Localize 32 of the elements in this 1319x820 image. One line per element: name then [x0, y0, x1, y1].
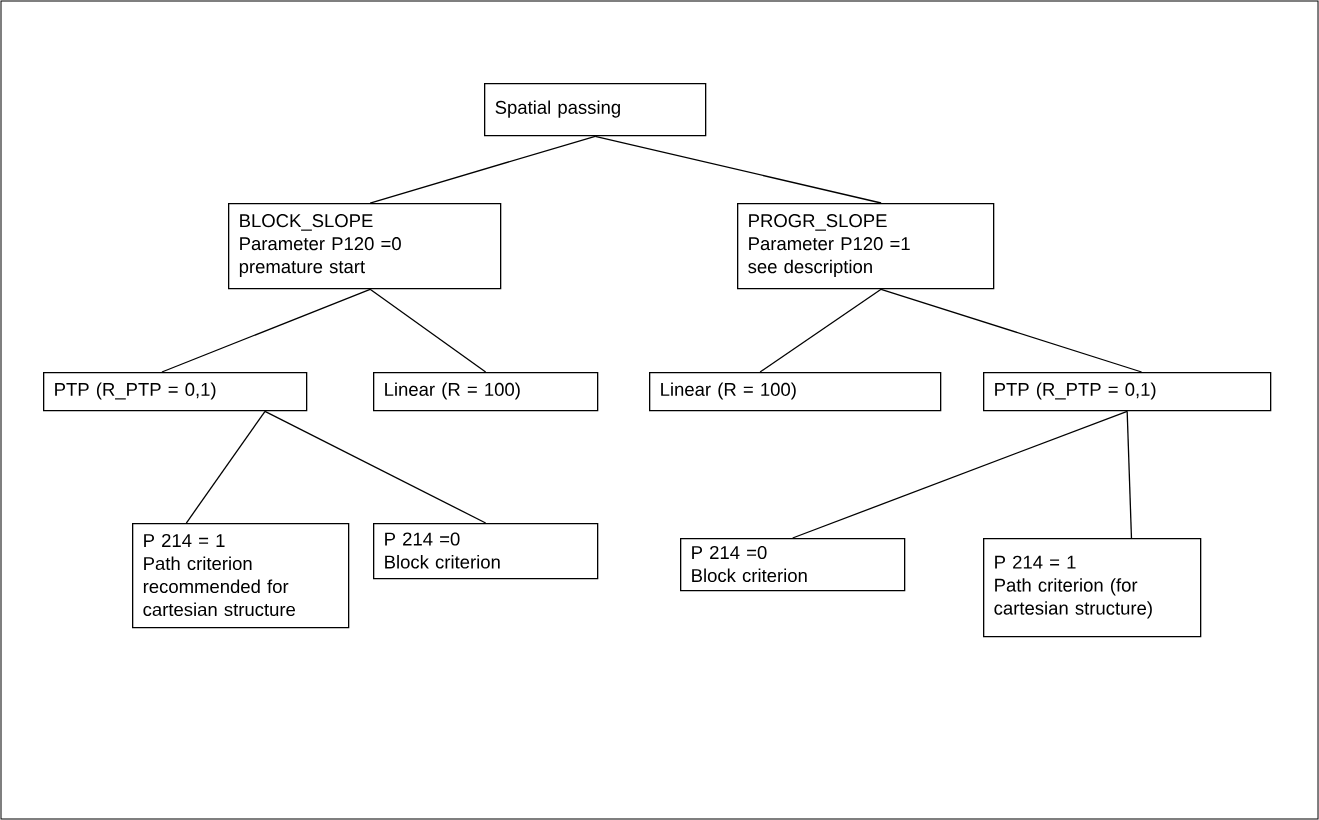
text-box: [649, 372, 942, 412]
box-text: Spatial passing: [495, 100, 620, 118]
text-box: [737, 203, 995, 290]
connector-line: [792, 410, 1128, 539]
connector-line: [185, 410, 266, 524]
connector-line: [1126, 410, 1133, 539]
box-text: PTP (R_PTP = 0,1): [55, 382, 216, 400]
connector-line: [759, 288, 882, 373]
text-box: [373, 523, 599, 580]
connector-line: [161, 288, 371, 373]
connector-line: [594, 135, 882, 204]
connector-line: [264, 410, 487, 524]
box-text: PTP (R_PTP = 0,1): [995, 382, 1156, 400]
text-box: [43, 372, 308, 412]
text-box: [228, 203, 502, 290]
connector-line: [369, 135, 596, 204]
box-text: P 214 = 1 Path criterion recommended for cartesian structure: [143, 533, 295, 617]
text-box: [132, 523, 350, 629]
box-text: P 214 =0 Block criterion: [692, 545, 807, 583]
connector-line: [880, 288, 1143, 373]
box-text: P 214 = 1 Path criterion (for cartesian structure): [994, 555, 1152, 619]
box-text: P 214 =0 Block criterion: [385, 532, 500, 569]
text-box: [373, 372, 599, 412]
box-text: BLOCK_SLOPE Parameter P120 =0 premature start: [239, 214, 401, 277]
text-box: [983, 538, 1202, 638]
box-text: Linear (R = 100): [661, 382, 796, 400]
box-text: Linear (R = 100): [385, 382, 520, 400]
box-text: PROGR_SLOPE Parameter P120 =1 see description: [748, 214, 910, 277]
text-box: [983, 372, 1272, 412]
connector-line: [369, 288, 487, 373]
text-box: [484, 83, 707, 137]
text-box: [680, 538, 906, 592]
